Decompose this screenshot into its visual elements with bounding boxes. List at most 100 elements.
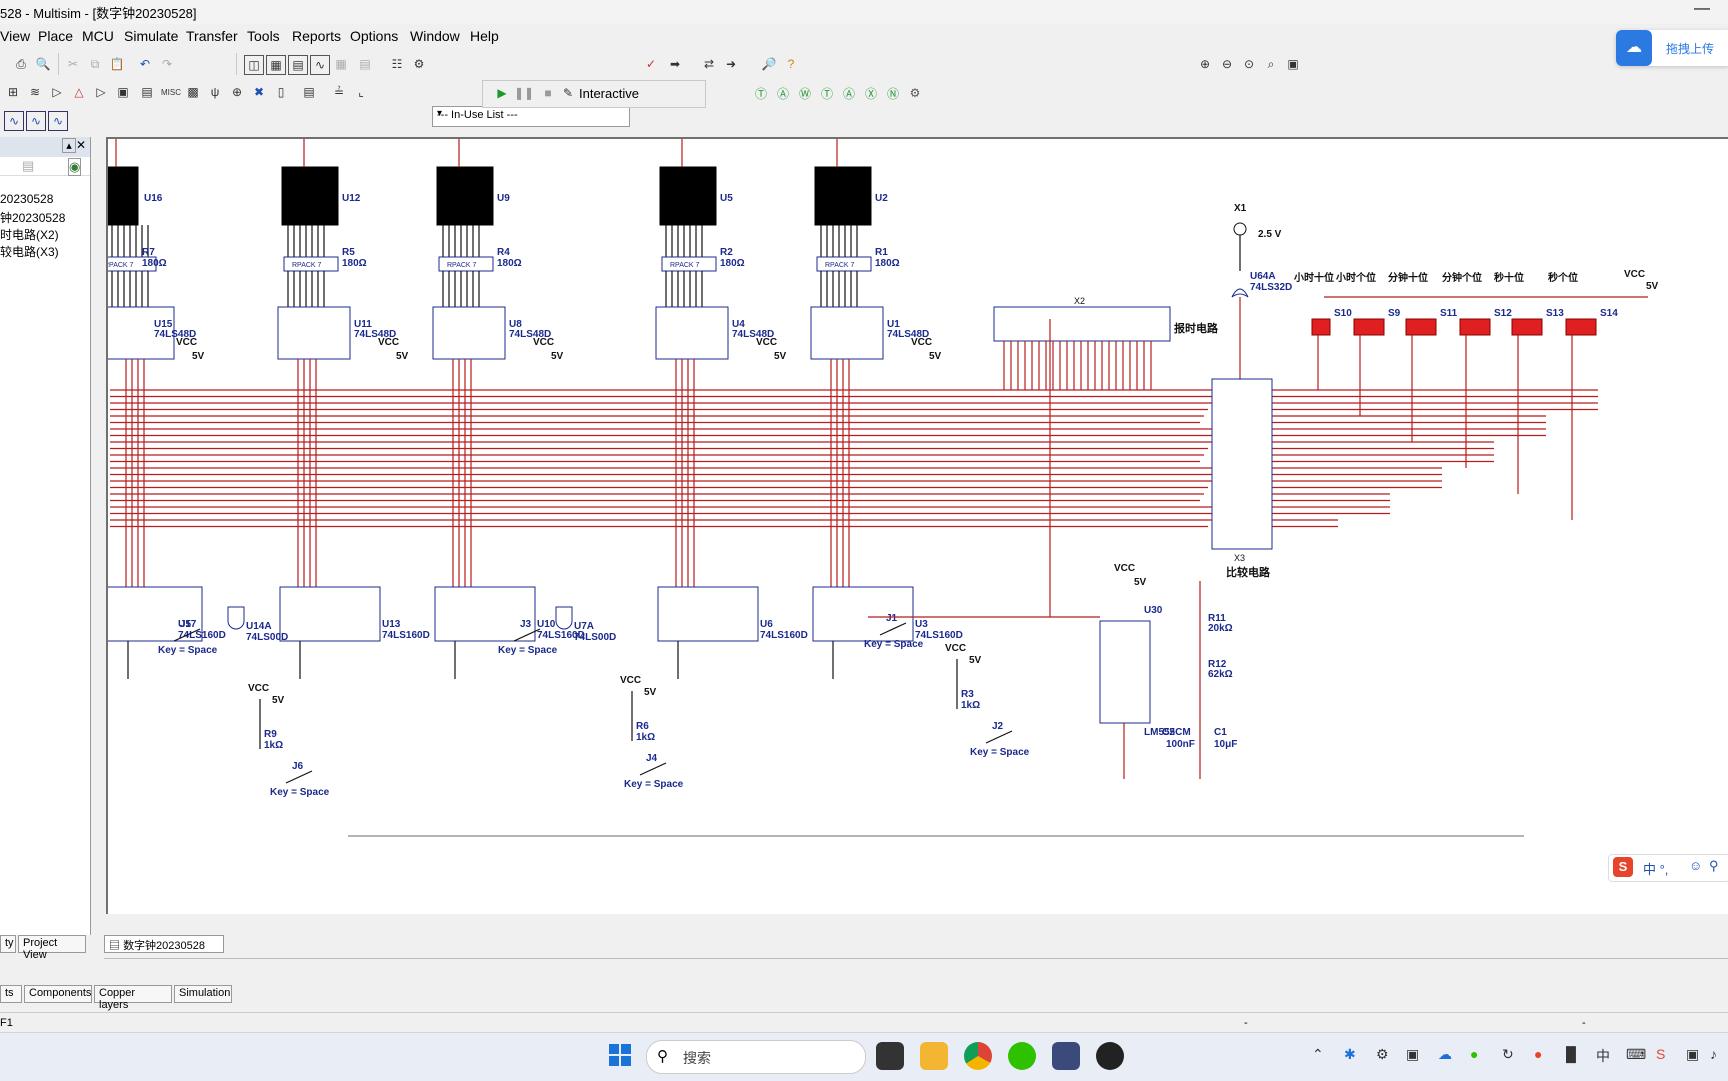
pause-icon[interactable]: ❚❚ — [513, 86, 535, 100]
tree-item[interactable]: 较电路(X3) — [0, 245, 59, 259]
hierarchical-block-icon[interactable]: ▤ — [303, 85, 315, 99]
erc-icon[interactable]: ✓ — [645, 57, 657, 71]
network-icon[interactable]: █ — [1566, 1046, 1576, 1062]
schematic-canvas[interactable]: U16RPACK 7R7180ΩU1574LS48DVCC5VU1774LS16… — [101, 137, 1728, 914]
help-icon[interactable]: ? — [787, 57, 795, 71]
undo-icon[interactable]: ↶ — [139, 57, 151, 71]
zoom-fit-icon[interactable]: ⌕ — [1267, 56, 1275, 71]
chrome-icon[interactable] — [964, 1042, 992, 1070]
in-use-list-dropdown[interactable]: --- In-Use List --- ▾ — [432, 106, 630, 127]
analysis-icon[interactable]: ∿ — [4, 111, 24, 131]
menu-place[interactable]: Place — [38, 28, 74, 44]
stop-icon[interactable]: ■ — [544, 86, 552, 100]
zoom-in-icon[interactable]: ⊕ — [1199, 57, 1211, 71]
tree-item[interactable]: 钟20230528 — [0, 211, 66, 225]
full-screen-icon[interactable]: ▣ — [1287, 57, 1299, 71]
app-tray-icon[interactable]: ☁ — [1438, 1046, 1452, 1062]
menu-tools[interactable]: Tools — [247, 28, 280, 44]
menu-view[interactable]: View — [0, 28, 31, 44]
digital-probe-icon[interactable]: Ⓝ — [886, 86, 899, 101]
transistor-icon[interactable]: △ — [74, 85, 84, 99]
obs-icon[interactable] — [1096, 1042, 1124, 1070]
app-tray-icon[interactable]: ● — [1534, 1046, 1543, 1062]
copy-icon[interactable]: ⧉ — [90, 56, 100, 71]
run-icon[interactable]: ▶ — [497, 86, 507, 100]
wire-icon[interactable]: ⌞ — [358, 85, 364, 99]
sync-icon[interactable]: ↻ — [1502, 1046, 1514, 1062]
postprocessor-icon[interactable]: ▦ — [335, 57, 347, 71]
close-icon[interactable]: ✕ — [76, 138, 87, 152]
diff-current-probe-icon[interactable]: Ⓐ — [842, 86, 855, 101]
app-tray-icon[interactable]: ⚙ — [1376, 1046, 1389, 1062]
menu-simulate[interactable]: Simulate — [124, 28, 179, 44]
mcu-icon[interactable]: ▯ — [277, 85, 285, 99]
print-icon[interactable]: ⎙ — [16, 56, 26, 71]
current-probe-icon[interactable]: Ⓐ — [776, 86, 789, 101]
diff-voltage-probe-icon[interactable]: Ⓣ — [820, 86, 833, 101]
tree-item[interactable]: 时电路(X2) — [0, 228, 59, 242]
app-tray-icon[interactable]: ▣ — [1406, 1046, 1420, 1062]
misc-icon[interactable]: MISC — [161, 87, 181, 97]
task-view-icon[interactable] — [876, 1042, 904, 1070]
tab-design[interactable]: ▤ 数字钟20230528 — [104, 935, 224, 953]
voltage-probe-icon[interactable]: Ⓣ — [754, 86, 767, 101]
analog-icon[interactable]: ▷ — [96, 85, 106, 99]
bluetooth-icon[interactable]: ✱ — [1344, 1046, 1356, 1062]
menu-window[interactable]: Window — [410, 28, 460, 44]
electromech-icon[interactable]: ✖ — [253, 85, 265, 99]
chevron-up-icon[interactable]: ⌃ — [1312, 1046, 1324, 1062]
file-explorer-icon[interactable] — [920, 1042, 948, 1070]
tab-project-view[interactable]: Project View — [18, 935, 86, 961]
diode-icon[interactable]: ▷ — [52, 85, 62, 99]
tree-item[interactable]: 20230528 — [0, 192, 54, 206]
grapher-icon[interactable]: ∿ — [310, 55, 330, 75]
database-icon[interactable]: ⚙ — [413, 57, 425, 71]
mixed-icon[interactable]: ▩ — [187, 85, 199, 99]
back-annotate-icon[interactable]: ⇄ — [703, 57, 715, 71]
probe-settings-icon[interactable]: ⚙ — [909, 86, 921, 100]
tab-components[interactable]: Components — [24, 985, 92, 1003]
grid-icon[interactable]: ▦ — [266, 55, 286, 75]
netlist-icon[interactable]: ▤ — [359, 57, 371, 71]
postprocess-icon[interactable]: ∿ — [48, 111, 68, 131]
menu-mcu[interactable]: MCU — [82, 28, 114, 44]
wechat-tray-icon[interactable]: ● — [1470, 1046, 1479, 1062]
interactive-label[interactable]: Interactive — [579, 86, 639, 101]
source-icon[interactable]: ⊞ — [7, 85, 19, 99]
power-probe-icon[interactable]: Ⓦ — [798, 86, 811, 101]
zoom-area-icon[interactable]: ⊙ — [1243, 57, 1255, 71]
menu-help[interactable]: Help — [470, 28, 499, 44]
taskbar-search[interactable]: ⚲ 搜索 — [646, 1040, 866, 1074]
menu-options[interactable]: Options — [350, 28, 399, 44]
tab-copper-layers[interactable]: Copper layers — [94, 985, 172, 1011]
forward-annotate-icon[interactable]: ➡ — [669, 57, 681, 71]
cut-icon[interactable]: ✂ — [67, 57, 79, 71]
spreadsheet-icon[interactable]: ▤ — [288, 55, 308, 75]
ime-toolbar[interactable]: S 中 °, ☺ ⚲ — [1608, 854, 1728, 882]
bus-icon[interactable]: ≟ — [333, 85, 345, 99]
cmos-icon[interactable]: ▤ — [141, 85, 153, 99]
ime-tray-icon[interactable]: 中 — [1596, 1048, 1610, 1064]
windows-start-icon[interactable] — [608, 1043, 632, 1067]
hierarchy-icon[interactable]: ☷ — [391, 57, 403, 71]
find-icon[interactable]: 🔎 — [761, 57, 777, 71]
menu-transfer[interactable]: Transfer — [186, 28, 238, 44]
panel-doc-icon[interactable]: ▤ — [22, 158, 35, 173]
tab-hierarchy[interactable]: ty — [0, 935, 16, 953]
keyboard-icon[interactable]: ⌨ — [1626, 1046, 1647, 1062]
basic-icon[interactable]: ≋ — [29, 85, 41, 99]
panel-pin-icon[interactable]: ▴ — [62, 138, 76, 153]
wechat-icon[interactable] — [1008, 1042, 1036, 1070]
cloud-upload-widget[interactable]: ☁ 拖拽上传 — [1616, 30, 1728, 66]
redo-icon[interactable]: ↷ — [161, 57, 173, 71]
panel-view-icon[interactable]: ◉ — [68, 158, 82, 176]
tab-nets[interactable]: ts — [0, 985, 22, 1003]
volume-icon[interactable]: ♪ — [1710, 1046, 1717, 1062]
transfer-icon[interactable]: ➜ — [725, 57, 737, 71]
display-icon[interactable]: ▣ — [1686, 1046, 1700, 1062]
antenna-icon[interactable]: ψ — [210, 85, 220, 99]
zoom-out-icon[interactable]: ⊖ — [1221, 57, 1233, 71]
power-icon[interactable]: ⊕ — [231, 85, 243, 99]
print-preview-icon[interactable]: 🔍 — [35, 57, 51, 71]
grapher-view-icon[interactable]: ∿ — [26, 111, 46, 131]
